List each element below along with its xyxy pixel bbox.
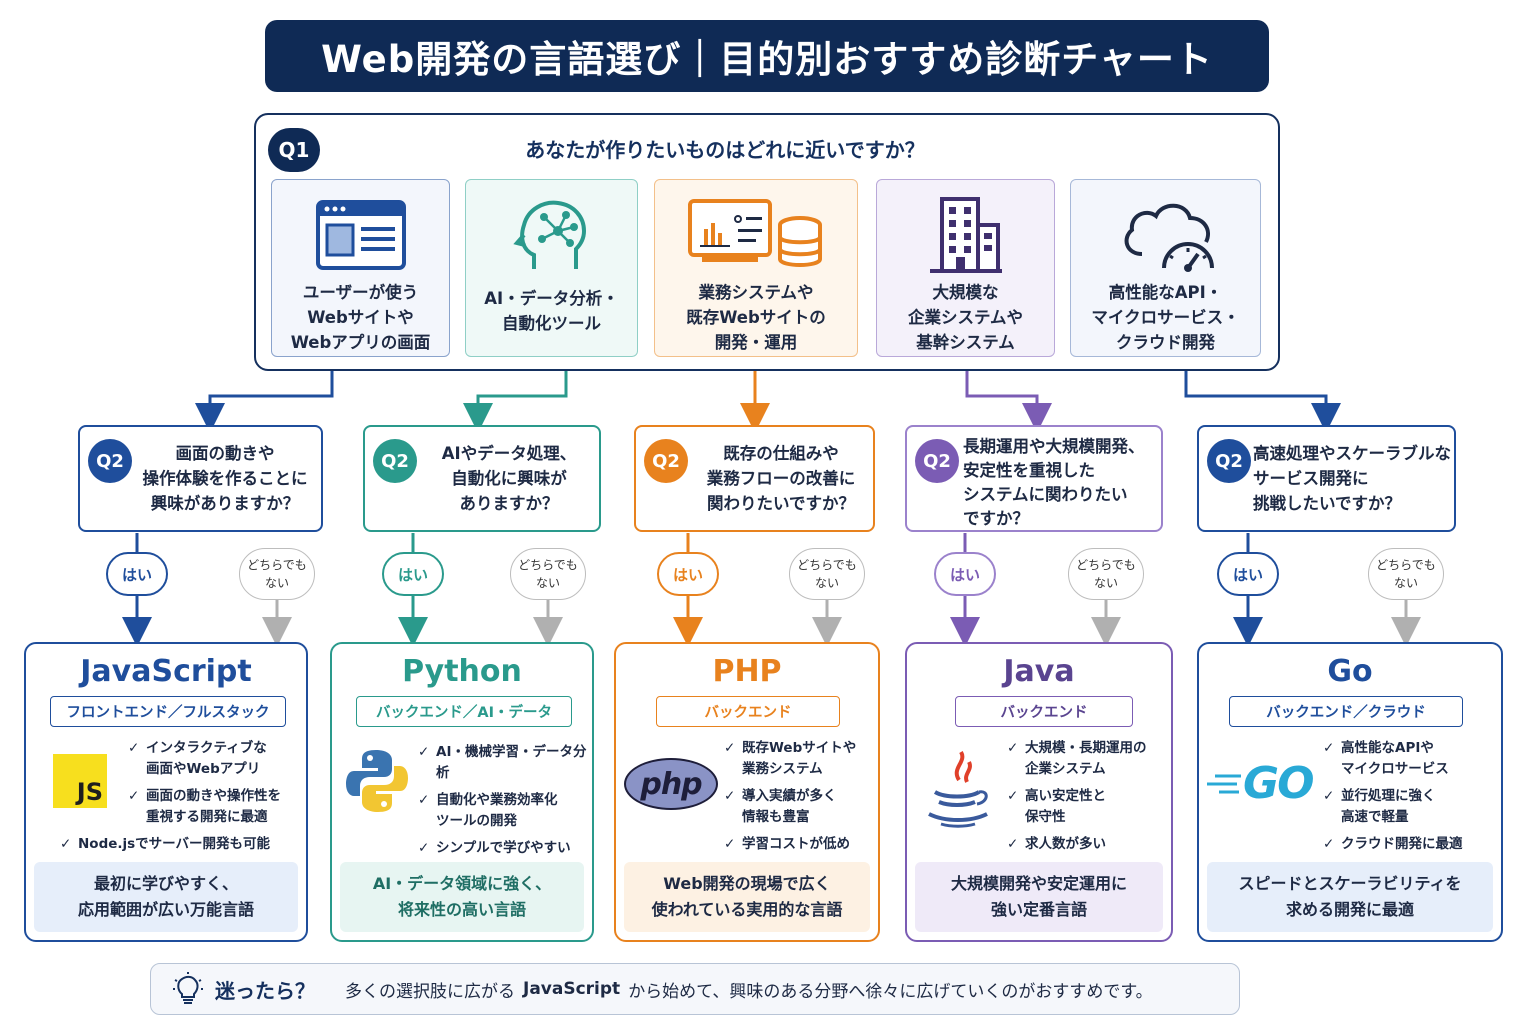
feature-item: 大規模・長期運用の 企業システム <box>1007 738 1173 780</box>
yes-pill[interactable]: はい <box>106 552 168 596</box>
q2-question: 長期運用や大規模開発、 安定性を重視した システムに関わりたい ですか？ <box>963 437 1145 528</box>
feature-item: 学習コストが低め <box>724 834 880 855</box>
ai-head-icon <box>512 192 592 278</box>
language-role: バックエンド <box>955 696 1133 727</box>
language-summary: スピードとスケーラビリティを 求める開発に最適 <box>1207 862 1493 932</box>
language-card-go[interactable]: Go バックエンド／クラウド GO 高性能なAPIや マイクロサービス 並行処理… <box>1197 642 1503 942</box>
feature-list: AI・機械学習・データ分析 自動化や業務効率化 ツールの開発 シンプルで学びやす… <box>418 742 594 865</box>
feature-list: インタラクティブな 画面やWebアプリ 画面の動きや操作性を 重視する開発に最適 <box>128 738 308 834</box>
yes-pill[interactable]: はい <box>934 552 996 596</box>
q2-question: 高速処理やスケーラブルな サービス開発に 挑戦したいですか？ <box>1253 444 1451 513</box>
feature-item: 並行処理に強く 高速で軽量 <box>1323 786 1503 828</box>
q2-box-ai: Q2 AIやデータ処理、 自動化に興味が ありますか？ <box>363 425 601 532</box>
feature-item: 求人数が多い <box>1007 834 1173 855</box>
category-label: 大規模な 企業システムや 基幹システム <box>907 283 1023 352</box>
language-card-javascript[interactable]: JavaScript フロントエンド／フルスタック JS インタラクティブな 画… <box>24 642 308 942</box>
q2-box-cloud: Q2 高速処理やスケーラブルな サービス開発に 挑戦したいですか？ <box>1197 425 1456 532</box>
language-summary: AI・データ領域に強く、 将来性の高い言語 <box>340 862 584 932</box>
building-icon <box>926 192 1006 278</box>
language-name: JavaScript <box>80 654 252 689</box>
dashboard-database-icon <box>686 192 826 278</box>
category-label: 業務システムや 既存Webサイトの 開発・運用 <box>686 283 826 352</box>
feature-item: 高い安定性と 保守性 <box>1007 786 1173 828</box>
q2-badge: Q2 <box>1207 439 1251 483</box>
language-name: Python <box>402 654 522 689</box>
feature-list: 高性能なAPIや マイクロサービス 並行処理に強く 高速で軽量 クラウド開発に最… <box>1323 738 1503 861</box>
language-summary: 最初に学びやすく、 応用範囲が広い万能言語 <box>34 862 298 932</box>
browser-window-icon <box>315 192 407 278</box>
feature-item: 高性能なAPIや マイクロサービス <box>1323 738 1503 780</box>
q2-question: AIやデータ処理、 自動化に興味が ありますか？ <box>441 444 577 513</box>
q2-badge: Q2 <box>915 439 959 483</box>
neither-pill[interactable]: どちらでも ない <box>1068 548 1144 600</box>
category-label: 高性能なAPI・ マイクロサービス・ クラウド開発 <box>1091 283 1240 352</box>
feature-item: クラウド開発に最適 <box>1323 834 1503 855</box>
q1-question: あなたが作りたいものはどれに近いですか？ <box>525 138 925 162</box>
language-card-php[interactable]: PHP バックエンド php 既存Webサイトや 業務システム 導入実績が多く … <box>614 642 880 942</box>
language-role: バックエンド／クラウド <box>1229 696 1463 727</box>
q2-question: 既存の仕組みや 業務フローの改善に 関わりたいですか？ <box>706 444 856 513</box>
category-label: ユーザーが使う Webサイトや Webアプリの画面 <box>290 283 431 352</box>
language-summary: 大規模開発や安定運用に 強い定番言語 <box>915 862 1163 932</box>
neither-pill[interactable]: どちらでも ない <box>1368 548 1444 600</box>
footer-text-after: から始めて、興味のある分野へ徐々に広げていくのがおすすめです。 <box>628 981 1153 1002</box>
feature-list: 大規模・長期運用の 企業システム 高い安定性と 保守性 求人数が多い <box>1007 738 1173 861</box>
neither-pill[interactable]: どちらでも ない <box>510 548 586 600</box>
python-logo-icon <box>344 748 410 818</box>
q1-badge: Q1 <box>268 128 320 172</box>
q2-box-frontend: Q2 画面の動きや 操作体験を作ることに 興味がありますか？ <box>78 425 323 532</box>
feature-item: ✓Node.jsでサーバー開発も可能 <box>60 836 271 852</box>
neither-pill[interactable]: どちらでも ない <box>239 548 315 600</box>
language-role: フロントエンド／フルスタック <box>50 696 286 727</box>
footer-text-before: 多くの選択肢に広がる <box>345 981 515 1002</box>
feature-item: インタラクティブな 画面やWebアプリ <box>128 738 308 780</box>
language-role: バックエンド／AI・データ <box>356 696 572 727</box>
language-role: バックエンド <box>656 696 840 727</box>
cloud-gauge-icon <box>1116 192 1216 278</box>
feature-item: AI・機械学習・データ分析 <box>418 742 594 784</box>
language-card-java[interactable]: Java バックエンド 大規模・長期運用の 企業システム 高い安定性と 保守性 … <box>905 642 1173 942</box>
category-enterprise[interactable]: 大規模な 企業システムや 基幹システム <box>876 179 1055 357</box>
feature-item: 導入実績が多く 情報も豊富 <box>724 786 880 828</box>
go-logo-icon: GO <box>1207 758 1315 809</box>
language-summary: Web開発の現場で広く 使われている実用的な言語 <box>624 862 870 932</box>
lightbulb-icon <box>173 972 203 1006</box>
java-logo-icon <box>925 748 991 834</box>
language-name: Java <box>1003 654 1075 689</box>
page-title: Web開発の言語選び｜目的別おすすめ診断チャート <box>265 20 1269 92</box>
q2-badge: Q2 <box>373 439 417 483</box>
q2-box-enterprise: Q2 長期運用や大規模開発、 安定性を重視した システムに関わりたい ですか？ <box>905 425 1163 532</box>
feature-list: 既存Webサイトや 業務システム 導入実績が多く 情報も豊富 学習コストが低め <box>724 738 880 861</box>
feature-item: 画面の動きや操作性を 重視する開発に最適 <box>128 786 308 828</box>
category-ai-data[interactable]: AI・データ分析・ 自動化ツール <box>465 179 638 357</box>
category-web-ui[interactable]: ユーザーが使う Webサイトや Webアプリの画面 <box>271 179 450 357</box>
yes-pill[interactable]: はい <box>1217 552 1279 596</box>
feature-item: 自動化や業務効率化 ツールの開発 <box>418 790 594 832</box>
q2-badge: Q2 <box>644 439 688 483</box>
category-label: AI・データ分析・ 自動化ツール <box>484 289 619 333</box>
language-card-python[interactable]: Python バックエンド／AI・データ AI・機械学習・データ分析 自動化や業… <box>330 642 594 942</box>
language-name: Go <box>1327 654 1373 689</box>
neither-pill[interactable]: どちらでも ない <box>789 548 865 600</box>
q2-box-business: Q2 既存の仕組みや 業務フローの改善に 関わりたいですか？ <box>634 425 875 532</box>
category-cloud-api[interactable]: 高性能なAPI・ マイクロサービス・ クラウド開発 <box>1070 179 1261 357</box>
feature-item: シンプルで学びやすい <box>418 838 594 859</box>
yes-pill[interactable]: はい <box>657 552 719 596</box>
js-logo-icon: JS <box>53 754 107 808</box>
footer-text-strong: JavaScript <box>523 979 621 999</box>
yes-pill[interactable]: はい <box>382 552 444 596</box>
footer-heading: 迷ったら？ <box>215 978 315 1003</box>
q2-question: 画面の動きや 操作体験を作ることに 興味がありますか？ <box>142 444 308 513</box>
q2-badge: Q2 <box>88 439 132 483</box>
category-business-system[interactable]: 業務システムや 既存Webサイトの 開発・運用 <box>654 179 858 357</box>
php-logo-icon: php <box>624 758 718 810</box>
footer-tip: 迷ったら？ 多くの選択肢に広がる JavaScript から始めて、興味のある分… <box>150 963 1240 1015</box>
language-name: PHP <box>712 654 782 689</box>
feature-item: 既存Webサイトや 業務システム <box>724 738 880 780</box>
